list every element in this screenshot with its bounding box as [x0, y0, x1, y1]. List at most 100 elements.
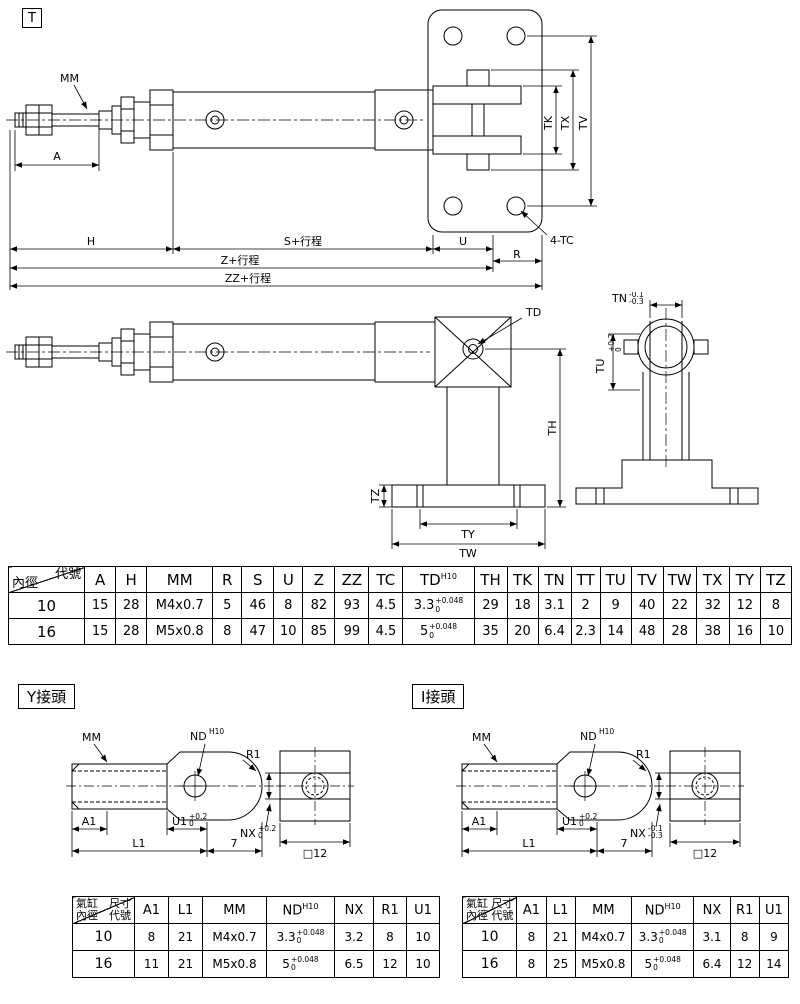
label-r1: R1 — [636, 748, 651, 761]
cylinder-outline — [6, 321, 436, 383]
column-header: TX — [695, 566, 730, 593]
label-td: TD — [525, 306, 541, 319]
dim-cell: 35 — [473, 618, 508, 645]
label-a: A — [53, 150, 61, 163]
label-tn-tol-bottom: -0.3 — [629, 297, 644, 306]
dim-cell: 15 — [84, 618, 117, 645]
column-header: NX — [334, 896, 374, 924]
column-header: R1 — [373, 896, 407, 924]
column-header: H — [115, 566, 148, 593]
table-corner-cell: 尺寸 代號氣缸 內徑 — [72, 896, 135, 924]
label-nx: NX — [240, 827, 256, 840]
label-tu-tol-bottom: 0 — [614, 347, 623, 352]
dim-cell: 3.1 — [537, 592, 572, 619]
dim-cell: 8 — [729, 923, 760, 951]
dim-cell: 9 — [599, 592, 632, 619]
dim-cell: 28 — [115, 592, 148, 619]
dim-cell: 85 — [302, 618, 336, 645]
column-header: TDH10 — [402, 566, 475, 593]
column-header: NDH10 — [266, 896, 335, 924]
end-square-outline — [276, 747, 354, 825]
dim-cell: 21 — [545, 923, 576, 951]
dim-cell: 3.2 — [334, 923, 374, 951]
dim-cell: 8 — [516, 950, 547, 978]
column-header: A1 — [134, 896, 169, 924]
label-tk: TK — [542, 115, 555, 131]
drawing-type-label: T — [28, 10, 36, 26]
label-mm: MM — [472, 731, 491, 744]
rod-eye-outline — [66, 751, 274, 821]
dimension-labels: MM ND H10 R1 A1 U1 +0.2 0 L1 7 NX +0.2 0… — [82, 727, 327, 860]
column-header: R1 — [729, 896, 760, 924]
label-nx: NX — [630, 827, 646, 840]
dim-cell: 25 — [545, 950, 576, 978]
column-header: TC — [368, 566, 404, 593]
dim-cell: 8 — [373, 923, 407, 951]
column-header: U — [273, 566, 304, 593]
row-header-bore: 16 — [461, 950, 518, 978]
dim-cell: 99 — [334, 618, 370, 645]
label-u1: U1 — [562, 815, 577, 828]
dim-cell: 46 — [241, 592, 275, 619]
label-zz-stroke: ZZ+行程 — [225, 272, 271, 285]
column-header: TV — [630, 566, 664, 593]
column-header: TW — [662, 566, 697, 593]
label-r1: R1 — [246, 748, 261, 761]
dim-cell: 2.3 — [570, 618, 601, 645]
dimension-lines — [71, 743, 351, 857]
dim-cell: 18 — [506, 592, 539, 619]
dim-cell: M4x0.7 — [146, 592, 214, 619]
dimension-labels: MM A H S+行程 U R Z+行程 ZZ+行程 TK TX TV 4-TC — [53, 72, 590, 285]
column-header: TK — [506, 566, 539, 593]
dim-cell: M5x0.8 — [146, 618, 214, 645]
label-tw: TW — [458, 547, 477, 560]
column-header: TT — [570, 566, 601, 593]
cylinder-outline — [6, 89, 434, 151]
dim-cell: 38 — [695, 618, 730, 645]
dim-cell: 82 — [302, 592, 336, 619]
label-z-stroke: Z+行程 — [221, 254, 260, 267]
dim-cell: 8 — [212, 618, 243, 645]
i-joint-drawing: MM ND H10 R1 A1 U1 +0.2 0 L1 7 NX -0.1 -… — [456, 727, 744, 860]
dim-cell: 12 — [729, 950, 760, 978]
row-header-bore: 16 — [7, 618, 86, 645]
label-a1: A1 — [82, 815, 97, 828]
label-nd: ND — [580, 730, 597, 743]
label-r: R — [513, 248, 521, 261]
column-header: ZZ — [334, 566, 370, 593]
dim-cell: 15 — [84, 592, 117, 619]
label-nx-tol-top: -0.1 — [648, 824, 663, 833]
label-u1-tol-top: +0.2 — [189, 812, 207, 821]
column-header: Z — [302, 566, 336, 593]
label-mm: MM — [82, 731, 101, 744]
dim-cell: 10 — [759, 618, 793, 645]
dim-cell: 8 — [516, 923, 547, 951]
label-square12: □12 — [693, 847, 717, 860]
label-seven: 7 — [621, 837, 628, 850]
row-header-bore: 10 — [72, 923, 135, 951]
dimension-lines — [379, 300, 683, 549]
dim-cell: 3.1 — [693, 923, 731, 951]
label-l1: L1 — [132, 837, 145, 850]
label-nd: ND — [190, 730, 207, 743]
dim-cell: 93 — [334, 592, 370, 619]
dim-cell: 20 — [506, 618, 539, 645]
table-corner-cell: 代號內徑 — [7, 566, 86, 593]
label-s-stroke: S+行程 — [284, 235, 322, 248]
column-header: L1 — [168, 896, 203, 924]
dim-cell: 32 — [695, 592, 730, 619]
label-nd-sup: H10 — [209, 727, 224, 736]
dim-cell: 10 — [406, 950, 440, 978]
dim-cell: 12 — [728, 592, 761, 619]
dim-cell: 10 — [273, 618, 304, 645]
column-header: R — [212, 566, 243, 593]
